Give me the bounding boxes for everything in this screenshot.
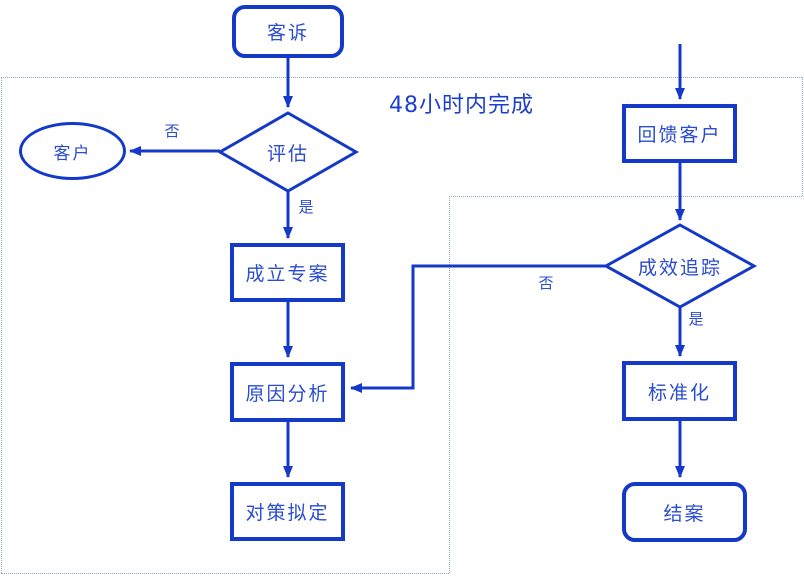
node-feedback: 回馈客户 [622,104,737,163]
node-evaluate-label: 评估 [266,142,309,165]
evaluate-diamond-shape [216,111,360,193]
node-analysis: 原因分析 [230,362,345,422]
node-tracking: 成效追踪 [608,252,752,280]
annotation-48-hours: 48小时内完成 [389,93,534,118]
dashed-boundary-inner-horizontal [449,196,802,197]
tracking-diamond-shape [602,223,758,309]
edge-label-evaluate-yes: 是 [298,198,314,216]
dashed-boundary-left [1,77,2,573]
node-close: 结案 [622,482,747,542]
node-project-label: 成立专案 [245,263,330,285]
node-customer: 客户 [19,122,126,180]
dashed-boundary-inner-vertical [449,196,450,573]
edge-label-tracking-no: 否 [538,274,554,292]
node-customer-label: 客户 [53,143,92,164]
node-countermeasure-label: 对策拟定 [245,502,330,524]
dashed-boundary-bottom [1,573,449,574]
node-standardize: 标准化 [622,361,737,421]
node-evaluate: 评估 [238,138,338,166]
node-close-label: 结案 [663,502,706,525]
node-analysis-label: 原因分析 [245,382,330,405]
dashed-boundary-top [1,77,802,78]
node-standardize-label: 标准化 [647,381,711,404]
arrow-tracking-no-to-analysis [350,264,606,393]
edge-label-evaluate-no: 否 [164,122,180,140]
node-feedback-label: 回馈客户 [637,124,722,146]
edge-label-tracking-yes: 是 [688,310,704,328]
dashed-boundary-right [802,77,803,196]
node-project: 成立专案 [230,243,345,302]
node-complaint-label: 客诉 [266,22,309,44]
node-tracking-label: 成效追踪 [637,256,722,279]
node-countermeasure: 对策拟定 [230,482,345,541]
node-complaint: 客诉 [232,5,344,58]
